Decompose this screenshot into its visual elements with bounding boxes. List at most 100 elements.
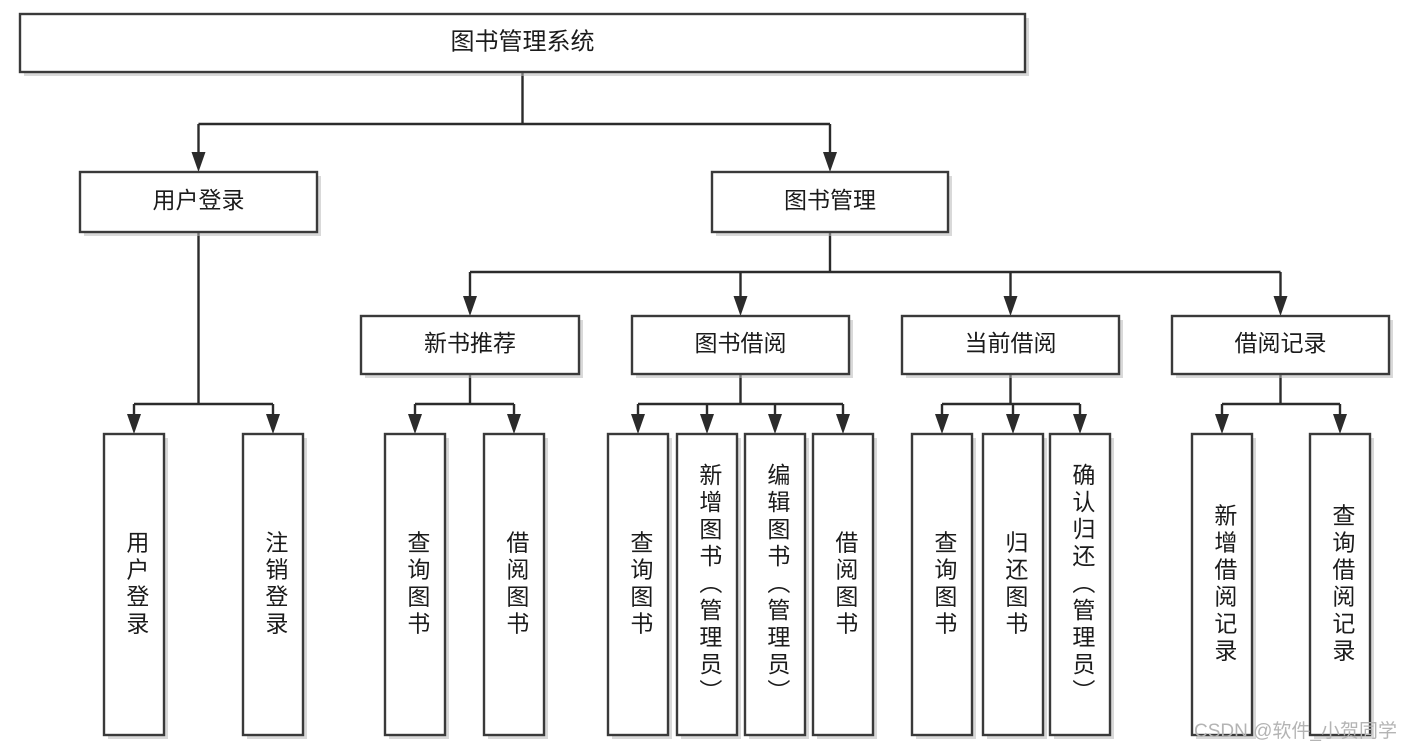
node-box[interactable] [630,314,851,376]
node-box[interactable] [359,314,581,376]
node-label: 图书管理 [784,187,876,213]
arrow-head-icon [266,414,280,434]
arrow-head-icon [1006,414,1020,434]
arrow-head-icon [408,414,422,434]
node-label: 编辑图书（管理员） [764,463,791,706]
arrow-head-icon [1215,414,1229,434]
node-layer: 图书管理系统用户登录图书管理新书推荐图书借阅当前借阅借阅记录用户登录注销登录查询… [18,12,1393,739]
arrow-head-icon [1003,296,1018,316]
node-label: 用户登录 [123,531,150,639]
node-book-borrow[interactable]: 图书借阅 [630,314,853,378]
node-leaf-add-book-admin[interactable]: 新增图书（管理员） [675,432,741,739]
node-leaf-logout[interactable]: 注销登录 [241,432,307,739]
node-leaf-return-book[interactable]: 归还图书 [981,432,1047,739]
node-label: 当前借阅 [965,330,1057,356]
node-box[interactable] [910,432,974,737]
node-box[interactable] [900,314,1121,376]
arrow-head-icon [191,152,206,172]
arrow-head-icon [768,414,782,434]
node-label: 注销登录 [262,531,289,639]
node-box[interactable] [78,170,319,234]
node-box[interactable] [1190,432,1254,737]
node-leaf-query-book-borrow[interactable]: 查询图书 [606,432,672,739]
node-box[interactable] [710,170,950,234]
node-box[interactable] [383,432,447,737]
node-box[interactable] [606,432,670,737]
node-label: 新书推荐 [424,330,516,356]
arrow-head-icon [1073,414,1087,434]
node-label: 查询图书 [404,531,431,639]
arrow-head-icon [408,414,422,434]
node-label: 查询图书 [627,531,654,639]
arrow-head-icon [1073,414,1087,434]
node-box[interactable] [675,432,739,737]
node-leaf-query-borrow-record[interactable]: 查询借阅记录 [1308,432,1374,739]
node-box[interactable] [743,432,807,737]
arrow-head-icon [1333,414,1347,434]
arrow-head-icon [733,296,748,316]
node-box[interactable] [1048,432,1112,737]
node-leaf-confirm-return-admin[interactable]: 确认归还（管理员） [1048,432,1114,739]
arrow-head-icon [631,414,645,434]
arrow-head-icon [127,414,141,434]
node-borrow-record[interactable]: 借阅记录 [1170,314,1393,378]
arrow-head-icon [1006,414,1020,434]
node-leaf-add-borrow-record[interactable]: 新增借阅记录 [1190,432,1256,739]
node-leaf-borrow-book[interactable]: 借阅图书 [811,432,877,739]
connector-layer [127,72,1347,434]
node-label: 归还图书 [1002,531,1029,639]
node-book-manage[interactable]: 图书管理 [710,170,952,236]
node-box[interactable] [482,432,546,737]
arrow-head-icon [836,414,850,434]
arrow-head-icon [836,414,850,434]
arrow-head-icon [823,152,837,172]
node-leaf-query-book-cur[interactable]: 查询图书 [910,432,976,739]
arrow-head-icon [700,414,714,434]
node-label: 借阅图书 [503,531,530,639]
arrow-head-icon [935,414,949,434]
arrow-head-icon [191,152,206,172]
arrow-head-icon [935,414,949,434]
arrow-head-icon [463,296,477,316]
arrow-head-icon [507,414,521,434]
node-leaf-borrow-book-rec[interactable]: 借阅图书 [482,432,548,739]
arrow-head-icon [507,414,521,434]
arrow-head-icon [463,296,477,316]
node-current-borrow[interactable]: 当前借阅 [900,314,1123,378]
arrow-head-icon [823,152,837,172]
node-label: 新增借阅记录 [1211,504,1238,666]
arrow-head-icon [733,296,748,316]
node-label: 查询图书 [931,531,958,639]
arrow-head-icon [700,414,714,434]
node-box[interactable] [981,432,1045,737]
node-label: 图书管理系统 [451,28,595,55]
node-box[interactable] [18,12,1027,74]
node-box[interactable] [1170,314,1391,376]
node-new-book-recommend[interactable]: 新书推荐 [359,314,583,378]
arrow-head-icon [1333,414,1347,434]
node-user-login[interactable]: 用户登录 [78,170,321,236]
node-label: 借阅记录 [1235,330,1327,356]
arrow-head-icon [1273,296,1288,316]
node-box[interactable] [811,432,875,737]
node-label: 新增图书（管理员） [696,463,723,706]
arrow-head-icon [1215,414,1229,434]
node-label: 查询借阅记录 [1329,504,1356,666]
node-label: 确认归还（管理员） [1069,463,1096,706]
node-label: 用户登录 [153,187,245,213]
node-box[interactable] [1308,432,1372,737]
node-leaf-query-book-rec[interactable]: 查询图书 [383,432,449,739]
node-leaf-user-login[interactable]: 用户登录 [102,432,168,739]
node-leaf-edit-book-admin[interactable]: 编辑图书（管理员） [743,432,809,739]
arrow-head-icon [768,414,782,434]
arrow-head-icon [1003,296,1018,316]
node-box[interactable] [241,432,305,737]
node-box[interactable] [102,432,166,737]
arrow-head-icon [1273,296,1288,316]
arrow-head-icon [631,414,645,434]
arrow-head-icon [127,414,141,434]
node-label: 借阅图书 [832,531,859,639]
node-root[interactable]: 图书管理系统 [18,12,1029,76]
